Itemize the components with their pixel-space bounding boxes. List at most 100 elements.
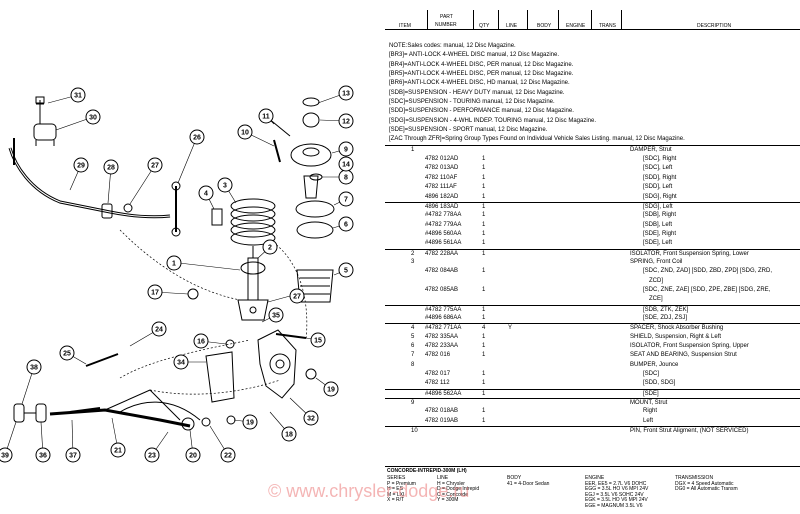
callout-label: 24: [155, 327, 163, 334]
row-part-number: 4782 228AA: [425, 250, 459, 257]
row-description: [SDC], Left: [643, 165, 673, 172]
callout-label: 15: [314, 338, 322, 345]
legend-entry: ENGINE: [585, 475, 605, 481]
callout-label: 20: [189, 453, 197, 460]
row-description: MOUNT, Strut: [630, 400, 668, 407]
row-description: [SDG], Right: [643, 193, 677, 200]
note-line: [SDG]=SUSPENSION - 4-WHL INDEP. TOURING …: [389, 117, 597, 124]
bracket: [205, 351, 235, 403]
callout-31: 31: [70, 87, 86, 103]
row-qty: 1: [482, 268, 486, 275]
row-description: Right: [643, 408, 658, 415]
callout-label: 3: [223, 183, 227, 190]
callout-30: 30: [85, 109, 101, 125]
row-description: PIN, Front Strut Aligment, (NOT SERVICED…: [630, 428, 749, 435]
row-description: [SDE]: [643, 390, 659, 397]
coil-spring: [230, 198, 276, 214]
row-part-number: 4782 233AA: [425, 343, 459, 349]
callout-label: 39: [1, 453, 9, 460]
callout-19: 19: [242, 414, 258, 430]
callout-16: 16: [193, 333, 209, 349]
row-qty: 1: [482, 174, 486, 181]
row-description: BUMPER, Jounce: [630, 361, 679, 368]
row-description: [SDD], Right: [643, 174, 677, 181]
callout-5: 5: [338, 262, 354, 278]
note-line: [BR5]=ANTI-LOCK 4-WHEEL DISC, PER manual…: [389, 71, 574, 78]
legend-entry: Y = 300M: [437, 497, 459, 504]
row-qty: 4: [482, 325, 486, 332]
nut: [123, 203, 133, 213]
header-line: LINE: [506, 23, 518, 29]
row-qty: 1: [482, 417, 486, 424]
row-qty: 1: [482, 230, 486, 237]
row-part-number: 4782 111AF: [425, 184, 457, 191]
row-description: ZCD]: [649, 277, 663, 284]
callout-label: 25: [63, 351, 71, 358]
row-description: [SDC], Right: [643, 156, 677, 163]
row-item: 2: [411, 250, 415, 257]
callout-label: 37: [69, 453, 77, 460]
row-part-number: 4896 183AD: [425, 203, 459, 210]
callout-9: 9: [338, 141, 354, 157]
row-qty: 1: [482, 314, 486, 321]
callout-2: 2: [262, 239, 278, 255]
callout-21: 21: [110, 442, 126, 458]
row-qty: 1: [482, 390, 486, 397]
alignment-pin: [273, 139, 281, 163]
callout-label: 10: [241, 130, 249, 137]
callout-27: 27: [289, 288, 305, 304]
row-qty: 1: [482, 184, 486, 191]
note-line: [SDB]=SUSPENSION - HEAVY DUTY manual, 12…: [389, 89, 565, 96]
row-part-number: 4782 012AD: [425, 156, 459, 163]
callout-32: 32: [303, 410, 319, 426]
callout-label: 13: [342, 91, 350, 98]
table-row: ZCD]: [385, 277, 800, 286]
note-line: [SDD]=SUSPENSION - PERFORMANCE manual, 1…: [389, 108, 574, 115]
row-part-number: 4782 112: [425, 380, 450, 387]
watermark: © www.chrysler-dodge.ru: [268, 481, 470, 501]
row-qty: 1: [482, 306, 486, 313]
row-part-number: 4782 016: [425, 352, 451, 359]
callout-label: 19: [327, 387, 335, 394]
header-body: BODY: [537, 23, 552, 29]
note-line: [SDE]=SUSPENSION - SPORT manual, 12 Disc…: [389, 127, 548, 134]
note-line: [BR4]=ANTI-LOCK 4-WHEEL DISC, PER manual…: [389, 61, 574, 68]
strut-damper: [247, 257, 259, 301]
legend-entry: EGK = 3.5L HO V6 MPI 24V: [585, 497, 648, 504]
row-line: Y: [508, 325, 513, 332]
legend-entry: EER, EE5 = 2.7L V6 DOHC: [585, 480, 647, 487]
bushing: [13, 403, 25, 423]
callout-24: 24: [151, 321, 167, 337]
bolt: [36, 100, 44, 124]
callout-38: 38: [26, 359, 42, 375]
legend-entry: SERIES: [387, 475, 406, 481]
row-qty: 1: [482, 408, 486, 415]
row-description: [SDG], Left: [643, 203, 673, 210]
row-description: [SDD, SDG]: [643, 380, 676, 387]
callout-22: 22: [220, 447, 236, 463]
callout-4: 4: [198, 185, 214, 201]
row-qty: 1: [482, 193, 486, 200]
row-part-number: 4782 019AB: [425, 417, 459, 424]
callout-label: 17: [151, 290, 159, 297]
callout-14: 14: [338, 156, 354, 172]
legend-entry: EGG = 3.5L HO V6 MPI 24V: [585, 486, 649, 493]
ball-joint: [181, 417, 195, 431]
callout-19: 19: [323, 381, 339, 397]
row-qty: 1: [482, 203, 486, 210]
callout-25: 25: [59, 345, 75, 361]
